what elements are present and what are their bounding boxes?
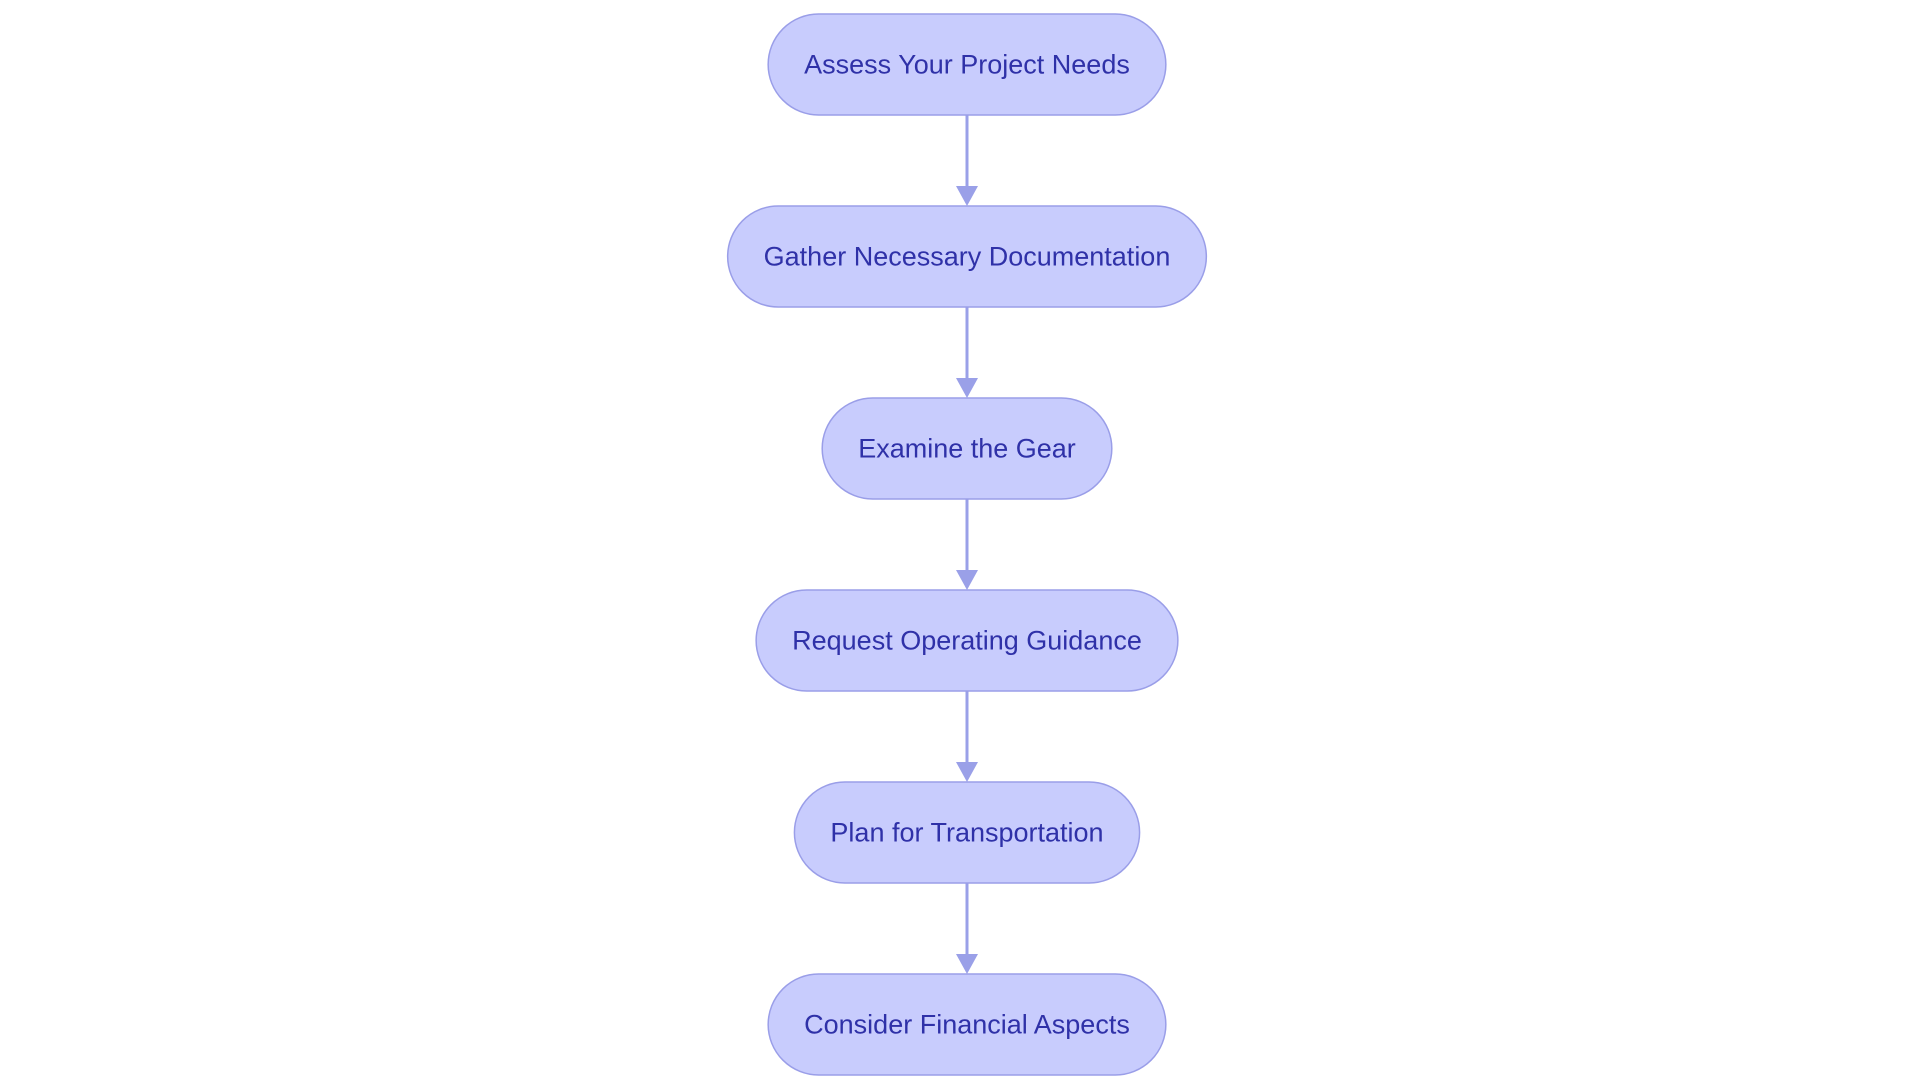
edge-plan-to-consider: [956, 883, 978, 974]
edge-assess-to-gather: [956, 115, 978, 206]
node-examine-shape: [821, 397, 1113, 500]
node-gather-shape: [726, 205, 1208, 308]
node-plan-label: Plan for Transportation: [830, 818, 1103, 848]
node-assess-shape: [767, 13, 1167, 116]
node-request: Request Operating Guidance: [755, 589, 1179, 692]
edge-request-to-plan: [956, 691, 978, 782]
node-plan-shape: [793, 781, 1141, 884]
node-consider-label: Consider Financial Aspects: [804, 1010, 1130, 1040]
node-assess-label: Assess Your Project Needs: [804, 50, 1130, 80]
node-gather: Gather Necessary Documentation: [726, 205, 1208, 308]
node-assess: Assess Your Project Needs: [767, 13, 1167, 116]
node-plan: Plan for Transportation: [793, 781, 1141, 884]
arrowhead-icon: [956, 954, 978, 974]
node-request-label: Request Operating Guidance: [792, 626, 1142, 656]
edge-examine-to-request: [956, 499, 978, 590]
node-examine: Examine the Gear: [821, 397, 1113, 500]
arrowhead-icon: [956, 186, 978, 206]
node-gather-label: Gather Necessary Documentation: [764, 242, 1171, 272]
flowchart-edges: [956, 115, 978, 974]
arrowhead-icon: [956, 570, 978, 590]
edge-gather-to-examine: [956, 307, 978, 398]
node-examine-label: Examine the Gear: [858, 434, 1076, 464]
node-consider: Consider Financial Aspects: [767, 973, 1167, 1076]
node-request-shape: [755, 589, 1179, 692]
node-consider-shape: [767, 973, 1167, 1076]
arrowhead-icon: [956, 378, 978, 398]
arrowhead-icon: [956, 762, 978, 782]
